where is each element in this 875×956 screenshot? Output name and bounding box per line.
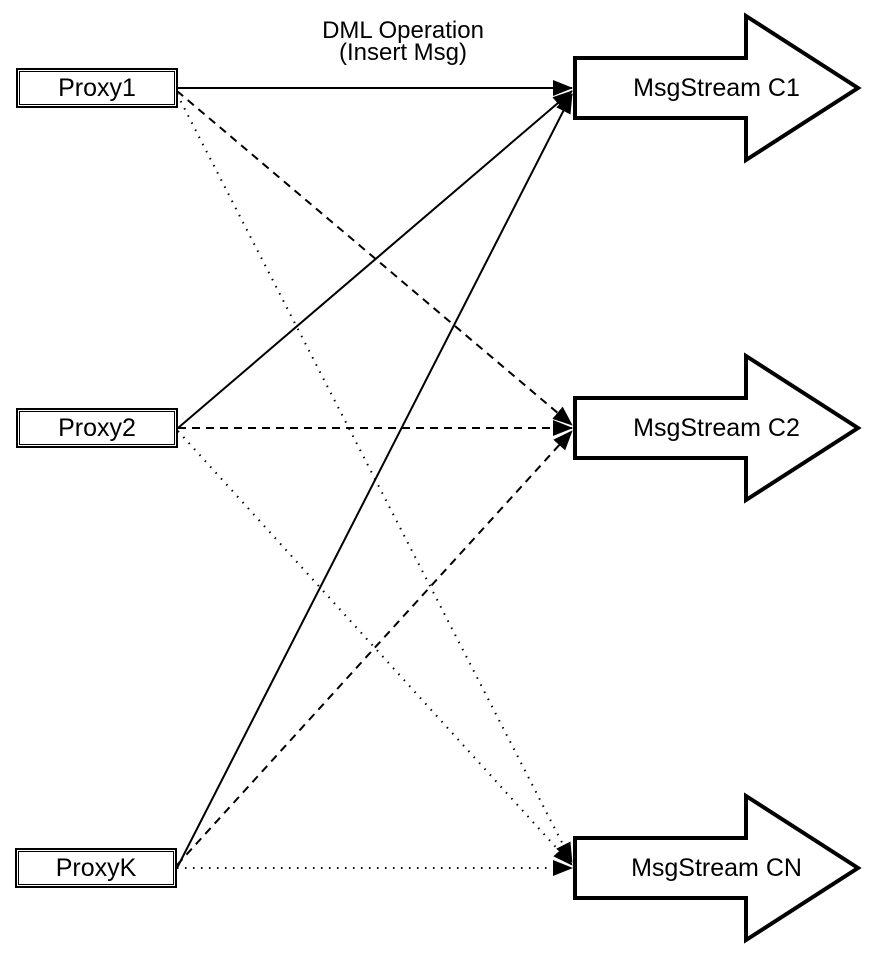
node-proxyk-label: ProxyK <box>55 853 137 882</box>
edge-label-dml-operation: DML Operation (Insert Msg) <box>298 17 508 66</box>
msgstream-c2-arrow <box>573 352 862 504</box>
msgstream-cn-arrow <box>573 792 862 944</box>
node-proxy2-label: Proxy2 <box>58 413 136 442</box>
edge-label-line2: (Insert Msg) <box>338 39 467 66</box>
edge-label-line1: DML Operation <box>322 17 484 44</box>
edge-proxy2-msgstream-cn <box>177 430 573 866</box>
msgstream-c1-arrow <box>573 12 862 164</box>
node-proxy2: Proxy2 <box>16 408 178 448</box>
node-proxy1-label: Proxy1 <box>58 73 136 102</box>
edge-proxyk-msgstream-c2 <box>176 430 573 866</box>
node-proxy1: Proxy1 <box>16 68 178 108</box>
node-proxyk: ProxyK <box>15 848 177 888</box>
edge-proxyk-msgstream-c1 <box>176 93 573 869</box>
edge-proxy1-msgstream-c2 <box>176 90 573 426</box>
